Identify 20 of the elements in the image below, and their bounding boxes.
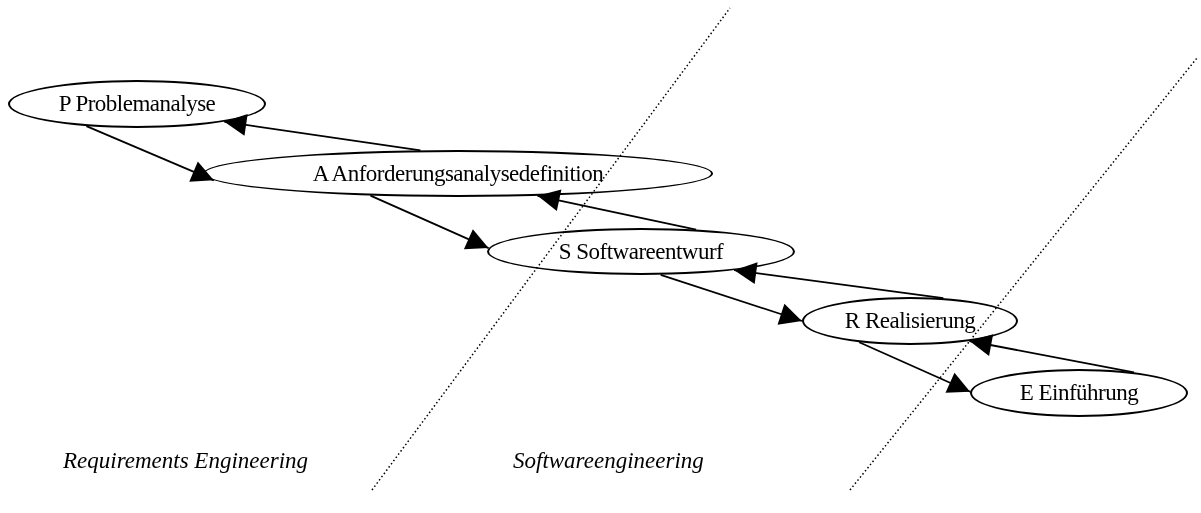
- process-ellipse: [8, 80, 266, 128]
- phase-label: Requirements Engineering: [63, 448, 309, 474]
- process-ellipse: [487, 228, 795, 275]
- node-label: R Realisierung: [844, 308, 976, 334]
- node-label: S Softwareentwurf: [558, 238, 724, 265]
- arrow: [659, 273, 803, 325]
- arrow: [85, 125, 215, 182]
- node-label: E Einführung: [1019, 380, 1139, 406]
- process-ellipse: [802, 297, 1018, 345]
- process-ellipse: [970, 369, 1188, 417]
- arrow: [223, 113, 422, 152]
- arrow: [536, 189, 697, 231]
- arrow: [733, 262, 945, 300]
- arrow: [968, 334, 1135, 374]
- phase-label: Softwareengineering: [513, 448, 704, 474]
- process-ellipse: [203, 150, 713, 197]
- node-label: P Problemanalyse: [58, 91, 216, 117]
- node-label: A Anforderungsanalysedefinition: [312, 160, 604, 187]
- arrow: [858, 341, 972, 393]
- arrow: [369, 194, 490, 250]
